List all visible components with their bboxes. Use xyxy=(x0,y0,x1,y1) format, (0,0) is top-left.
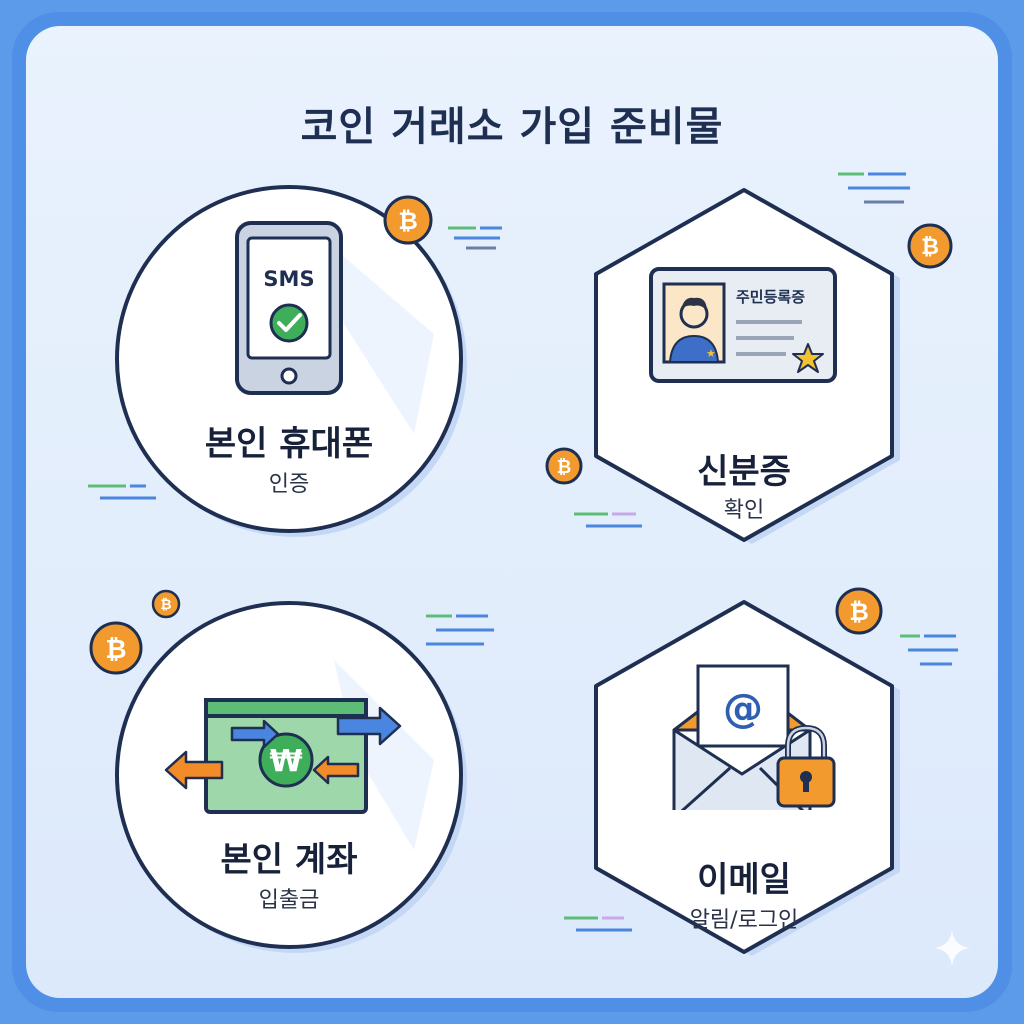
card-title: 본인 계좌 xyxy=(220,840,358,880)
svg-text:₿: ₿ xyxy=(398,207,418,235)
card-subtitle: 알림/로그인 xyxy=(689,908,799,933)
svg-text:★: ★ xyxy=(706,347,716,360)
card-title: 신분증 xyxy=(697,452,791,492)
speed-lines xyxy=(574,512,642,528)
smartphone-sms-check-icon: SMS xyxy=(235,221,343,395)
card-id: ★ 주민등록증 신분증 확인 xyxy=(586,186,902,546)
speed-lines xyxy=(900,634,958,666)
card-title: 이메일 xyxy=(697,860,791,900)
bitcoin-coin-icon: ₿ xyxy=(835,587,883,635)
speed-lines xyxy=(426,614,494,646)
id-card-icon: ★ 주민등록증 xyxy=(649,267,837,383)
card-subtitle: 확인 xyxy=(723,498,765,523)
bitcoin-coin-icon: ₿ xyxy=(383,195,433,245)
won-transfer-icon: ₩ xyxy=(164,698,402,814)
speed-lines xyxy=(564,916,632,932)
card-subtitle: 입출금 xyxy=(258,888,320,913)
svg-text:₿: ₿ xyxy=(160,597,171,613)
svg-text:₿: ₿ xyxy=(849,598,869,626)
bitcoin-coin-icon: ₿ xyxy=(545,447,583,485)
svg-text:₿: ₿ xyxy=(105,635,126,665)
card-email: @ 이메일 알림/로그인 xyxy=(586,598,902,958)
bitcoin-coin-icon: ₿ xyxy=(89,621,143,675)
speed-lines xyxy=(448,226,502,250)
svg-text:₿: ₿ xyxy=(557,457,572,478)
won-symbol: ₩ xyxy=(269,744,302,779)
infographic-panel: 코인 거래소 가입 준비물 SMS 본인 휴대폰 인증 xyxy=(26,26,998,998)
card-account: ₩ 본인 계좌 입출금 xyxy=(114,600,467,953)
sparkle-icon xyxy=(934,930,970,966)
speed-lines xyxy=(838,172,910,204)
card-subtitle: 인증 xyxy=(268,472,310,497)
bitcoin-coin-icon: ₿ xyxy=(151,589,181,619)
bitcoin-coin-icon: ₿ xyxy=(907,223,953,269)
card-phone: SMS 본인 휴대폰 인증 xyxy=(114,184,467,537)
at-symbol: @ xyxy=(723,686,763,732)
sms-label: SMS xyxy=(263,267,314,291)
svg-text:₿: ₿ xyxy=(921,235,939,260)
id-card-label: 주민등록증 xyxy=(736,288,805,306)
page-title: 코인 거래소 가입 준비물 xyxy=(300,104,724,150)
envelope-lock-icon: @ xyxy=(672,664,836,810)
speed-lines xyxy=(88,484,156,500)
card-title: 본인 휴대폰 xyxy=(204,424,374,464)
